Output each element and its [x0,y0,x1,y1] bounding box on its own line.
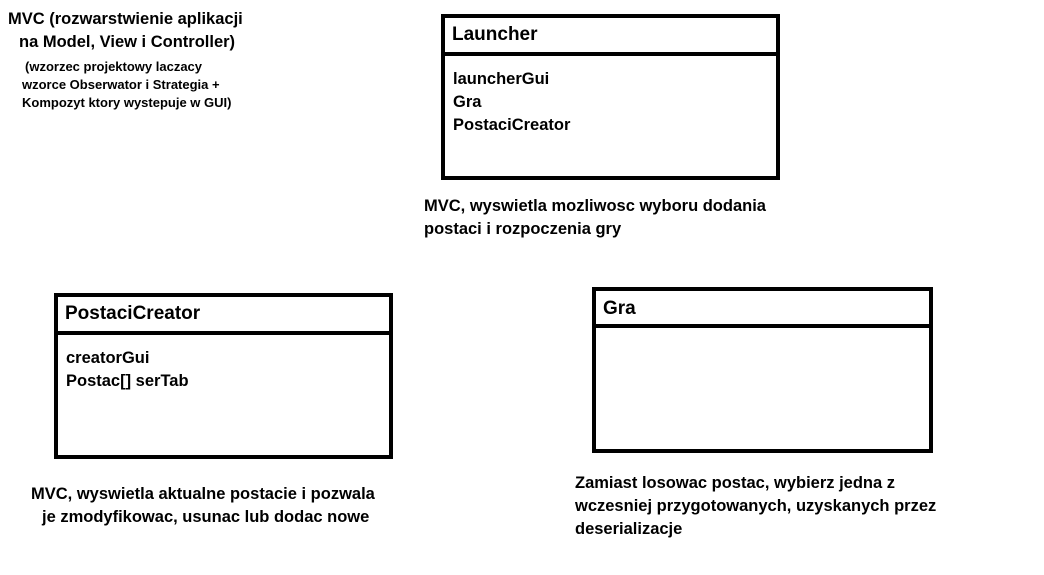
note-title-line: na Model, View i Controller) [19,33,236,51]
class-member: launcherGui [453,70,550,88]
caption-gra: Zamiast losowac postac, wybierz jedna z … [575,472,936,541]
class-member: PostaciCreator [453,116,571,134]
class-member: Postac[] serTab [66,372,189,390]
caption-line: je zmodyfikowac, usunac lub dodac nowe [42,508,370,526]
caption-line: Zamiast losowac postac, wybierz jedna z [575,474,896,492]
caption-launcher: MVC, wyswietla mozliwosc wyboru dodania … [424,195,766,241]
class-box-postacicreator: PostaciCreator creatorGui Postac[] serTa… [54,293,393,459]
note-sub-line: Kompozyt ktory wystepuje w GUI) [22,95,232,110]
caption-line: deserializacje [575,520,683,538]
caption-line: MVC, wyswietla mozliwosc wyboru dodania [424,197,766,215]
caption-line: MVC, wyswietla aktualne postacie i pozwa… [31,485,375,503]
class-name-postacicreator: PostaciCreator [58,297,389,335]
class-members-gra [596,328,929,340]
class-name-launcher: Launcher [445,18,776,56]
mvc-note-title: MVC (rozwarstwienie aplikacji na Model, … [8,8,243,54]
mvc-note-subtitle: (wzorzec projektowy laczacy wzorce Obser… [22,58,231,112]
note-title-line: MVC (rozwarstwienie aplikacji [8,10,243,28]
caption-line: wczesniej przygotowanych, uzyskanych prz… [575,497,937,515]
class-box-gra: Gra [592,287,933,453]
class-members-postacicreator: creatorGui Postac[] serTab [58,335,389,393]
caption-postacicreator: MVC, wyswietla aktualne postacie i pozwa… [31,483,375,529]
class-name-gra: Gra [596,291,929,328]
caption-line: postaci i rozpoczenia gry [424,220,622,238]
class-member: Gra [453,93,482,111]
class-member: creatorGui [66,349,150,367]
note-sub-line: wzorce Obserwator i Strategia + [22,77,220,92]
class-box-launcher: Launcher launcherGui Gra PostaciCreator [441,14,780,180]
note-sub-line: (wzorzec projektowy laczacy [25,59,203,74]
class-members-launcher: launcherGui Gra PostaciCreator [445,56,776,137]
